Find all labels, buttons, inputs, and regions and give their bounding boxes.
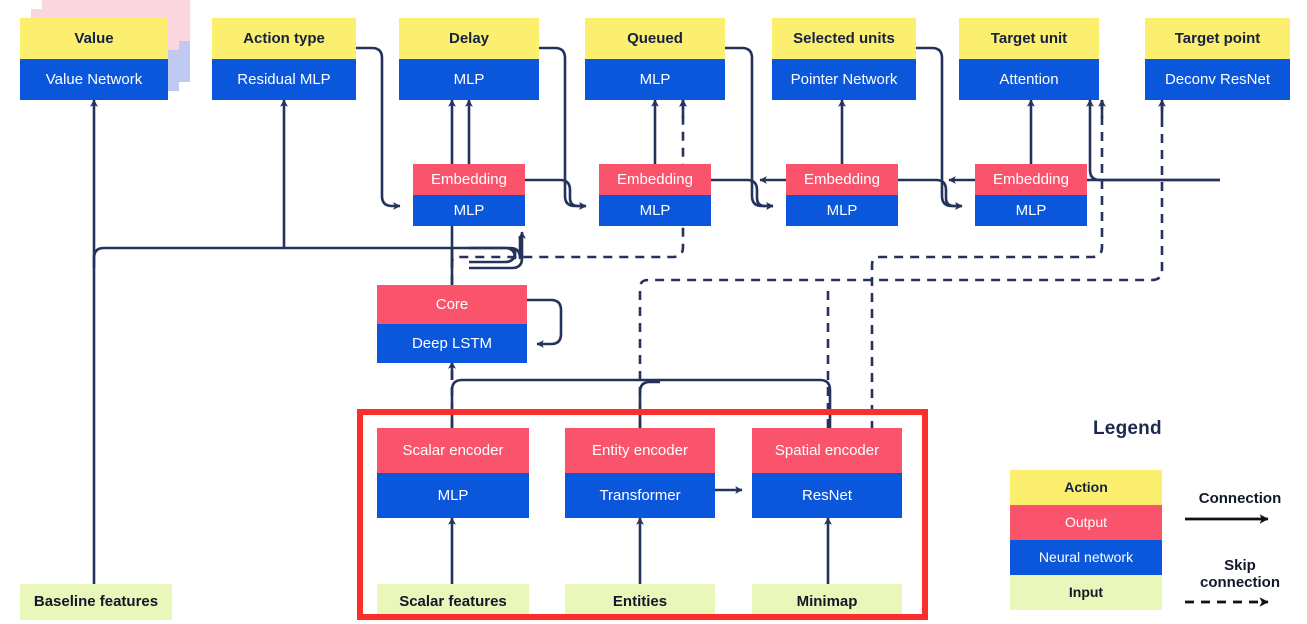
output-target-point-top-band: Target point — [1145, 18, 1290, 59]
encoder-entity-encoder-network-band: Transformer — [565, 473, 715, 518]
embedding-embedding-target-unit-network-band: MLP — [975, 195, 1087, 226]
output-action-type-network-band: Residual MLP — [212, 59, 356, 100]
input-baseline-features: Baseline features — [20, 584, 172, 620]
legend-neural-network: Neural network — [1010, 540, 1162, 575]
embedding-embedding-selected-units-top-band: Embedding — [786, 164, 898, 195]
embedding-embedding-selected-units-network-band: MLP — [786, 195, 898, 226]
output-target-unit-top-band: Target unit — [959, 18, 1099, 59]
embedding-embedding-queued-top-band: Embedding — [599, 164, 711, 195]
output-delay-network-band: MLP — [399, 59, 539, 100]
embedding-embedding-target-unit-top-band: Embedding — [975, 164, 1087, 195]
legend-connection-label: Connection — [1198, 490, 1282, 507]
core-node-top-band: Core — [377, 285, 527, 324]
output-queued-top-band: Queued — [585, 18, 725, 59]
output-delay-top-band: Delay — [399, 18, 539, 59]
legend-skip-line: connection — [1199, 574, 1280, 592]
encoder-spatial-encoder-top-band: Spatial encoder — [752, 428, 902, 473]
output-selected-units-network-band: Pointer Network — [772, 59, 916, 100]
encoder-scalar-encoder-network-band: MLP — [377, 473, 529, 518]
output-queued-network-band: MLP — [585, 59, 725, 100]
legend-input: Input — [1010, 575, 1162, 610]
encoders-highlight-box — [357, 409, 928, 620]
legend-output: Output — [1010, 505, 1162, 540]
encoder-spatial-encoder-network-band: ResNet — [752, 473, 902, 518]
legend-skip-line: Skip — [1224, 557, 1256, 574]
output-target-unit-network-band: Attention — [959, 59, 1099, 100]
output-value-network-band: Value Network — [20, 59, 168, 100]
encoder-entity-encoder-top-band: Entity encoder — [565, 428, 715, 473]
embedding-embedding-queued-network-band: MLP — [599, 195, 711, 226]
embedding-embedding-delay-top-band: Embedding — [413, 164, 525, 195]
legend-action: Action — [1010, 470, 1162, 505]
output-target-point-network-band: Deconv ResNet — [1145, 59, 1290, 100]
core-node-network-band: Deep LSTM — [377, 324, 527, 363]
output-selected-units-top-band: Selected units — [772, 18, 916, 59]
output-action-type-top-band: Action type — [212, 18, 356, 59]
output-value-top-band: Value — [20, 18, 168, 59]
embedding-embedding-delay-network-band: MLP — [413, 195, 525, 226]
legend-title: Legend — [1093, 418, 1162, 439]
encoder-scalar-encoder-top-band: Scalar encoder — [377, 428, 529, 473]
